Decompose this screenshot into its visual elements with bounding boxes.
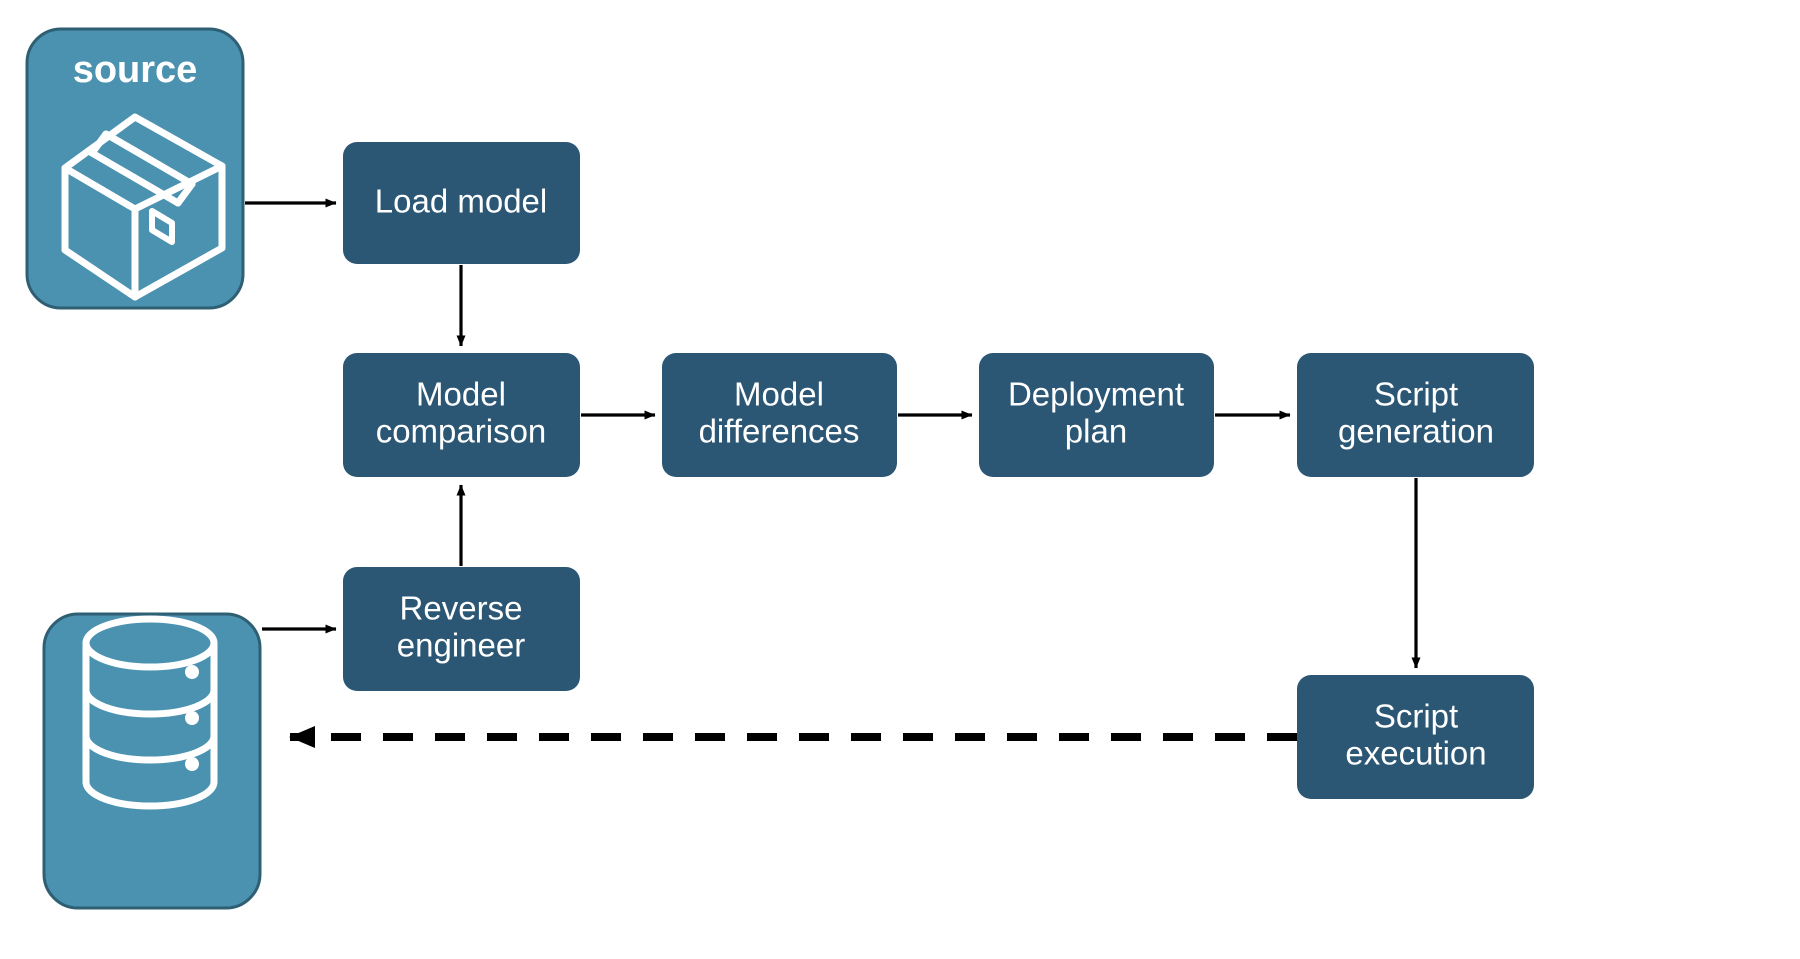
node-deployment-plan-shape bbox=[979, 353, 1214, 477]
node-reverse-engineer[interactable]: Reverse engineer bbox=[343, 567, 580, 691]
endpoint-source-shape bbox=[25, 27, 245, 310]
endpoint-target-label: target bbox=[97, 548, 203, 590]
node-script-generation-label-line-2: generation bbox=[1338, 413, 1494, 450]
node-model-differences-label-line-2: differences bbox=[699, 413, 860, 450]
node-model-comparison-label-line-1: Model bbox=[416, 376, 506, 413]
node-script-execution[interactable]: Script execution bbox=[1297, 675, 1534, 799]
node-script-execution-label-line-1: Script bbox=[1374, 698, 1458, 735]
node-model-differences-label-line-1: Model bbox=[734, 376, 824, 413]
node-script-generation-shape bbox=[1297, 353, 1534, 477]
node-deployment-plan[interactable]: Deployment plan bbox=[979, 353, 1214, 477]
database-cylinder-icon bbox=[82, 615, 218, 810]
node-script-generation-label-line-1: Script bbox=[1374, 376, 1458, 413]
endpoint-source-label: source bbox=[73, 49, 198, 91]
node-script-execution-shape bbox=[1297, 675, 1534, 799]
node-reverse-engineer-label-line-2: engineer bbox=[397, 627, 525, 664]
node-load-model[interactable]: Load model bbox=[343, 142, 580, 264]
node-model-differences[interactable]: Model differences bbox=[662, 353, 897, 477]
node-script-generation[interactable]: Script generation bbox=[1297, 353, 1534, 477]
endpoint-source[interactable]: source bbox=[25, 27, 245, 310]
node-model-comparison[interactable]: Model comparison bbox=[343, 353, 580, 477]
node-script-execution-label-line-2: execution bbox=[1345, 735, 1486, 772]
node-model-comparison-label-line-2: comparison bbox=[376, 413, 547, 450]
node-deployment-plan-label-line-2: plan bbox=[1065, 413, 1127, 450]
node-reverse-engineer-shape bbox=[343, 567, 580, 691]
node-model-differences-shape bbox=[662, 353, 897, 477]
package-box-icon bbox=[61, 113, 226, 301]
node-deployment-plan-label-line-1: Deployment bbox=[1008, 376, 1184, 413]
node-load-model-label-line-1: Load model bbox=[375, 183, 547, 220]
node-model-comparison-shape bbox=[343, 353, 580, 477]
node-load-model-shape bbox=[343, 142, 580, 264]
endpoint-target[interactable]: target bbox=[42, 548, 262, 910]
node-reverse-engineer-label-line-1: Reverse bbox=[400, 590, 523, 627]
